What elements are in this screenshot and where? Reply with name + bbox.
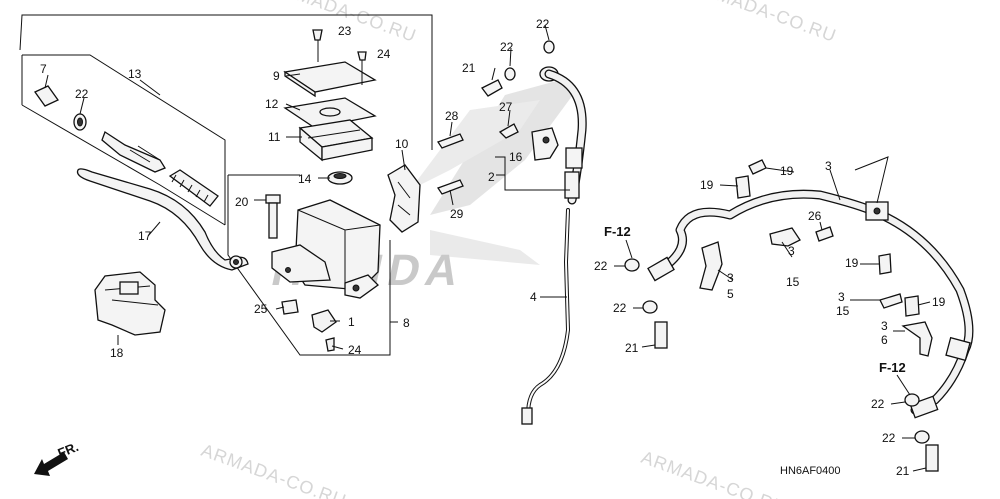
brake-switch [311,309,337,352]
callout-label: 8 [403,316,410,330]
reservoir-cap-stack [283,61,377,185]
callout-label: 22 [75,87,89,101]
front-marker-label: FR. [56,439,81,461]
lever-holder [94,271,166,336]
callout-label: 22 [500,40,514,54]
honda-wing-logo [410,80,575,265]
front-direction-arrow-icon [34,452,68,476]
callout-label: 19 [780,164,794,178]
callout-label: 1 [348,315,355,329]
callout-label: 16 [509,150,523,164]
callout-label: 22 [536,17,550,31]
watermark-text: ARMADA-CO.RU [689,0,840,46]
hose-clamps-right [699,227,933,357]
callout-label: 4 [530,290,537,304]
lower-brake-hose [647,189,974,419]
mirror-bracket [387,133,464,233]
lever-pivot-bolt [265,194,299,315]
callout-label: 3 [825,159,832,173]
callout-label: 17 [138,229,152,243]
right-side-fasteners [624,159,939,472]
watermark-text: ARMADA-CO.RU [639,447,790,499]
master-cylinder-body [271,199,381,299]
callout-label: 22 [613,301,627,315]
piston-set [34,85,219,207]
callout-label: 22 [871,397,885,411]
callout-label: 11 [268,130,281,144]
callout-label: 27 [499,100,513,114]
callout-label: 26 [808,209,822,223]
leader-lines [44,24,931,472]
callout-label: 6 [881,333,888,347]
frame-ref-f12-left: F-12 [604,224,631,239]
watermark-text: ARMADA-CO.RU [199,440,350,499]
callout-label: 22 [594,259,608,273]
callout-label: 28 [445,109,459,123]
callout-label: 3 [881,319,888,333]
callout-label: 5 [727,287,734,301]
callout-label: 14 [298,172,312,186]
assembly-frames [19,14,433,356]
callout-label: 10 [395,137,409,151]
upper-banjo [481,40,559,97]
brake-pipe [521,208,570,425]
frame-ref-f12-right: F-12 [879,360,906,375]
callout-label: 15 [836,304,850,318]
callout-label: 21 [462,61,476,75]
callout-label: 19 [700,178,714,192]
cap-screws [312,29,367,85]
callout-label: 18 [110,346,124,360]
callout-label: 3 [788,244,795,258]
callout-label: 20 [235,195,249,209]
callout-label: 2 [488,170,495,184]
hose-clamp [498,123,559,161]
callout-label: 29 [450,207,464,221]
callout-label: 24 [377,47,391,61]
callout-label: 21 [896,464,910,478]
callout-label: 3 [727,271,734,285]
figure-code: HN6AF0400 [780,465,841,477]
callout-label: 19 [845,256,859,270]
callout-label: 25 [254,302,268,316]
callout-label: 21 [625,341,639,355]
callout-label: 15 [786,275,800,289]
callout-label: 24 [348,343,362,357]
callout-label: 22 [882,431,896,445]
callout-label: 7 [40,62,47,76]
upper-brake-hose [544,69,587,205]
callout-label: 9 [273,69,280,83]
callout-label: 3 [838,290,845,304]
callout-labels: 1 2 3 3 3 3 3 4 5 6 7 8 9 10 11 12 13 14… [40,17,946,478]
callout-label: 19 [932,295,946,309]
callout-label: 12 [265,97,279,111]
callout-label: 23 [338,24,352,38]
brake-lever [76,168,249,271]
callout-label: 13 [128,67,142,81]
